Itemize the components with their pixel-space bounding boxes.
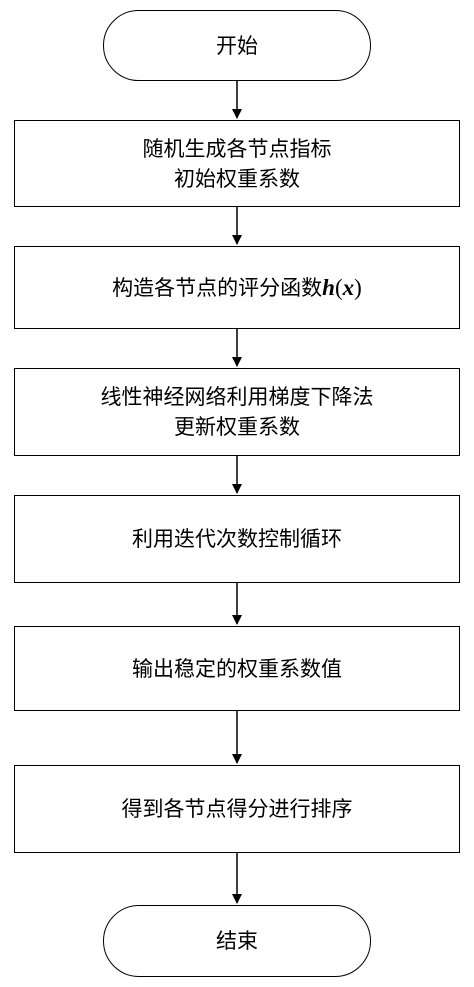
- step-4-label: 利用迭代次数控制循环: [132, 527, 342, 551]
- step-5-label: 输出稳定的权重系数值: [132, 656, 342, 681]
- end-label: 结束: [216, 929, 258, 953]
- step-1-label: 随机生成各节点指标 初始权重系数: [142, 136, 332, 191]
- start-label: 开始: [216, 33, 258, 58]
- step-1-node: 随机生成各节点指标 初始权重系数: [14, 120, 460, 207]
- step-5-node: 输出稳定的权重系数值: [14, 626, 460, 711]
- step-4-node: 利用迭代次数控制循环: [14, 495, 460, 583]
- step-2-node: 构造各节点的评分函数h(x): [14, 246, 460, 329]
- function-name: h: [322, 274, 335, 300]
- step-6-node: 得到各节点得分进行排序: [14, 765, 460, 853]
- start-node: 开始: [103, 10, 371, 81]
- step-3-label: 线性神经网络利用梯度下降法 更新权重系数: [100, 385, 374, 439]
- step-2-label: 构造各节点的评分函数h(x): [112, 274, 362, 300]
- step-3-node: 线性神经网络利用梯度下降法 更新权重系数: [14, 368, 460, 456]
- step-6-label: 得到各节点得分进行排序: [121, 797, 353, 821]
- end-node: 结束: [103, 905, 371, 977]
- function-arg: x: [342, 274, 355, 300]
